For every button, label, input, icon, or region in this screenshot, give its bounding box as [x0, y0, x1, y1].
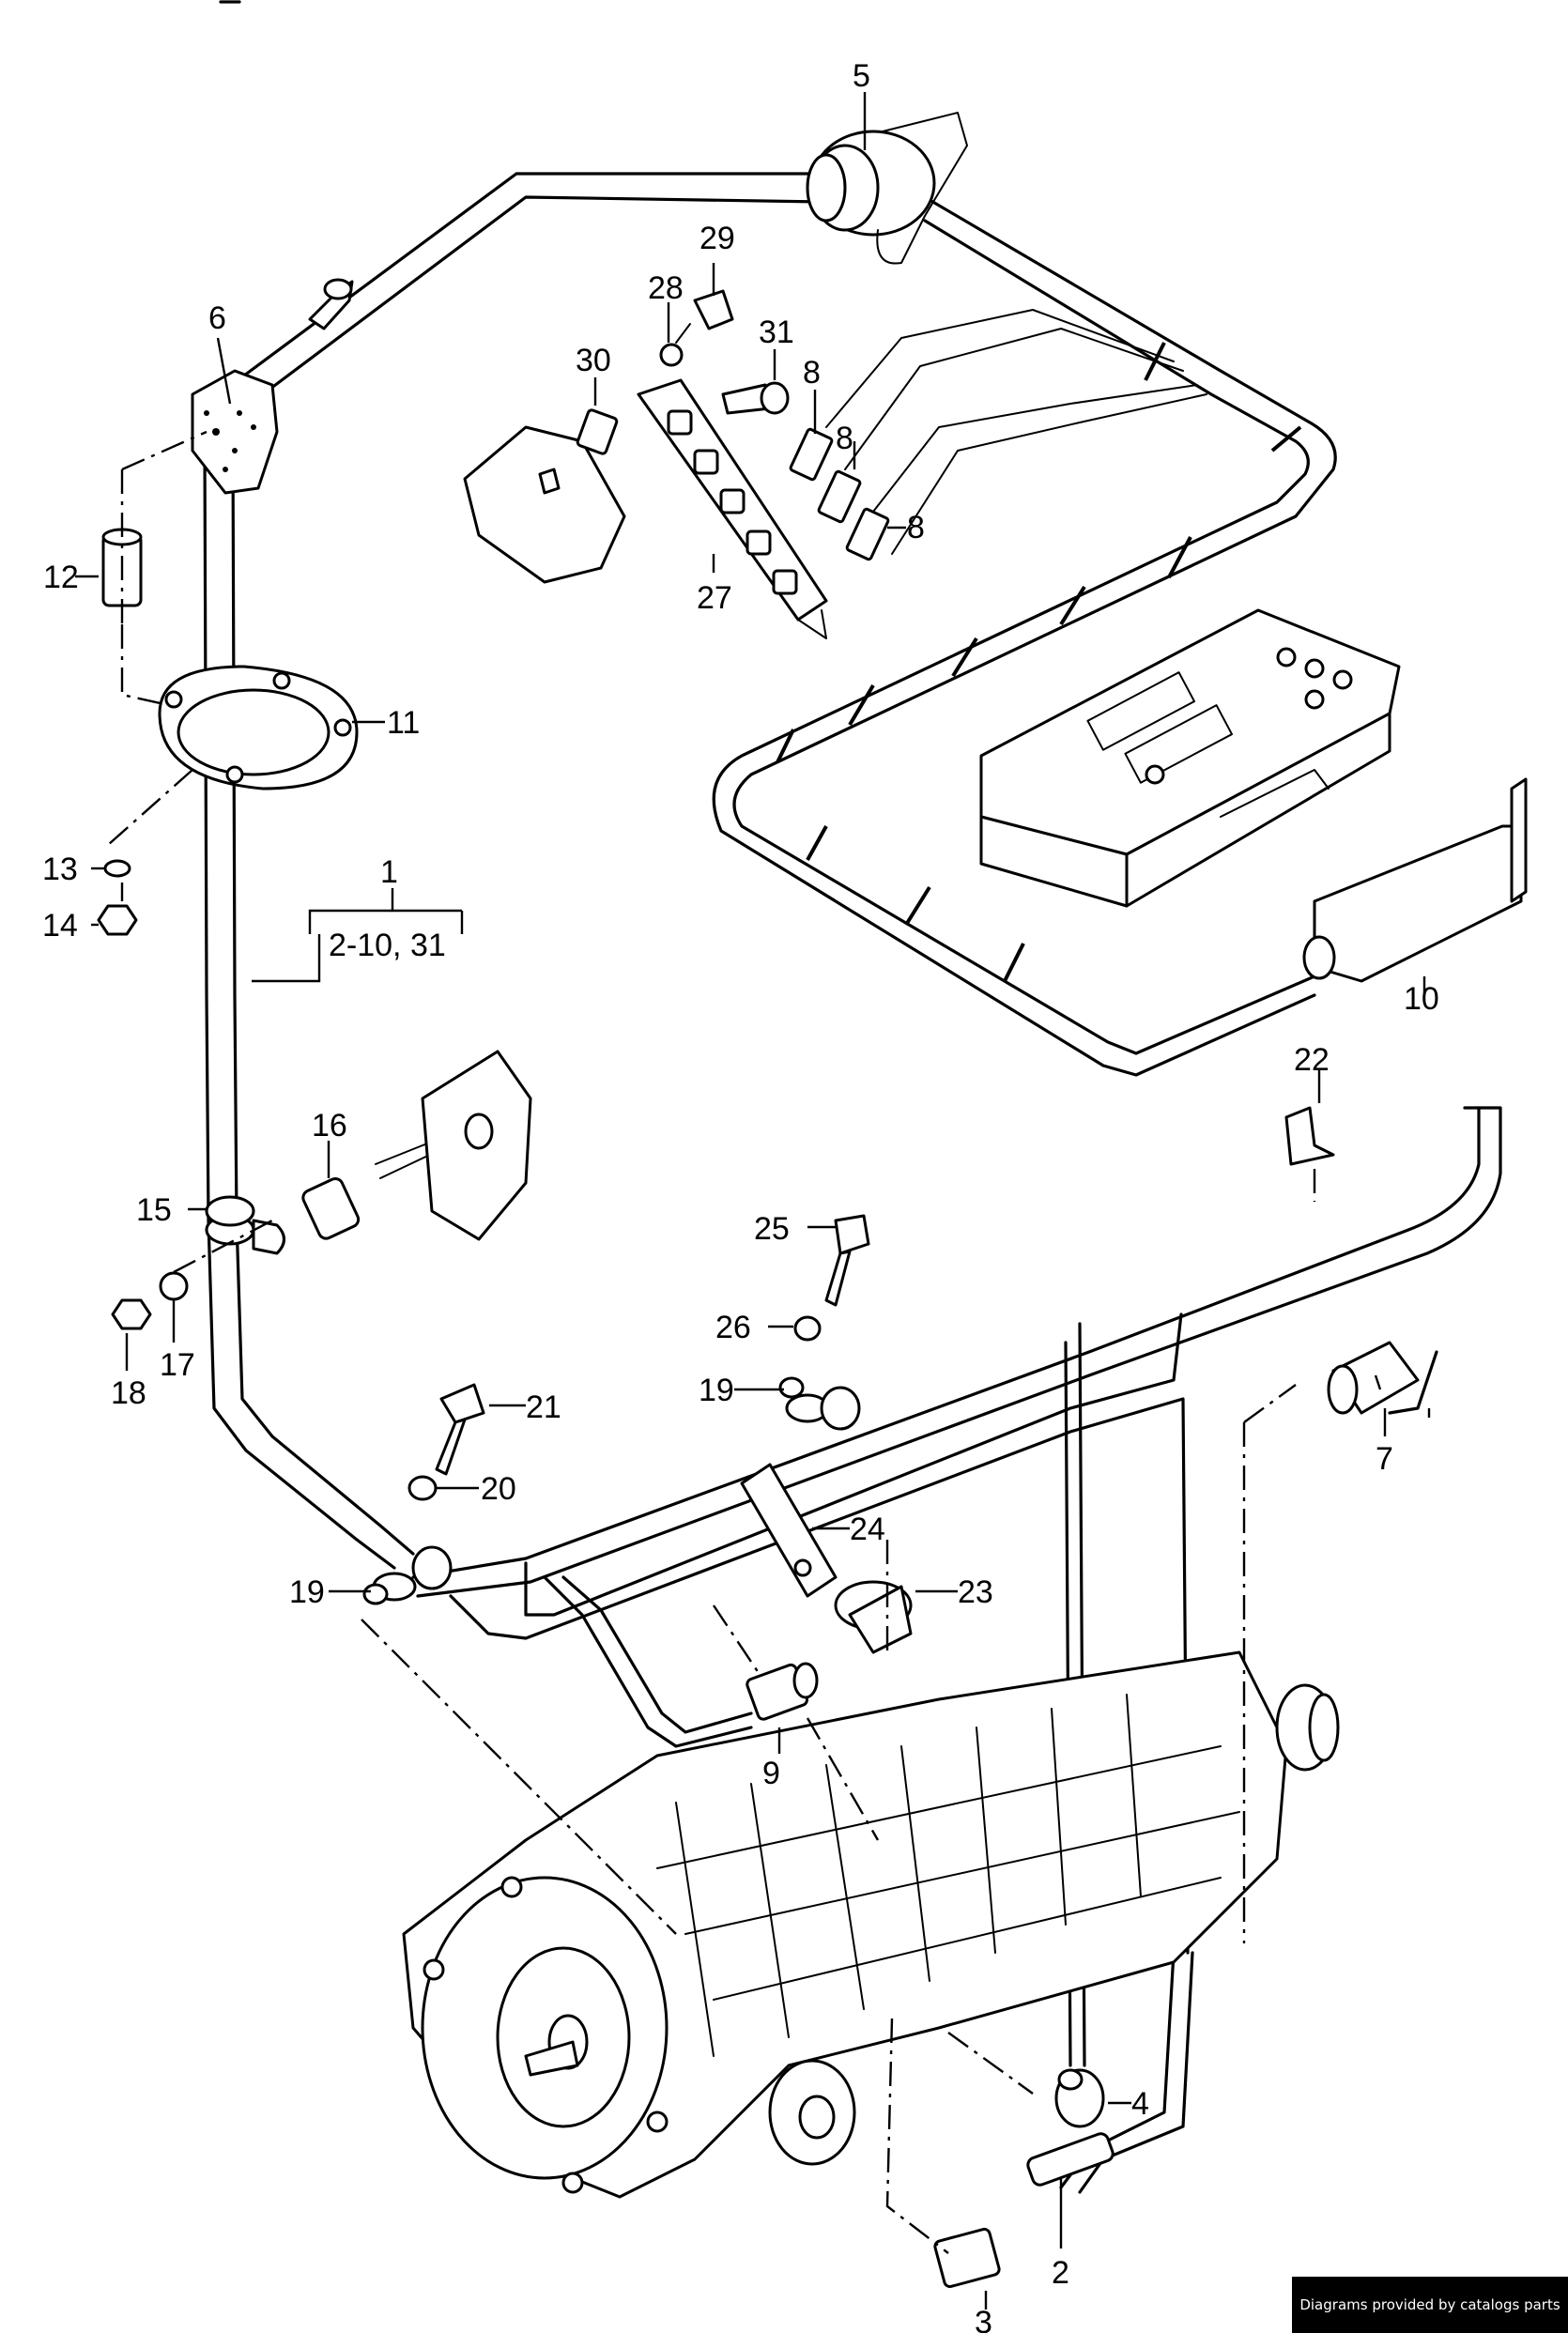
washer-20	[407, 1475, 438, 1501]
connector-strip-27	[637, 378, 828, 639]
ecu-connector-10	[1302, 777, 1528, 983]
washer-26	[793, 1315, 822, 1342]
label-30: 30	[576, 343, 611, 378]
label-7: 7	[1376, 1441, 1393, 1477]
reference-lines	[107, 430, 1316, 2254]
label-19b: 19	[289, 1574, 325, 1610]
bolt-25	[824, 1214, 870, 1307]
callouts: 5 29 28 31 30 8 8 8 27 6 12 11 13 14 1 2…	[42, 58, 1439, 2333]
label-15: 15	[136, 1192, 172, 1228]
label-3: 3	[975, 2305, 992, 2333]
label-18: 18	[111, 1375, 146, 1411]
grommet-6	[191, 369, 279, 495]
bracket-24	[740, 1463, 838, 1598]
sensor-2	[1026, 2132, 1115, 2187]
washer-28	[659, 343, 684, 367]
label-27: 27	[697, 580, 732, 616]
label-31: 31	[759, 315, 794, 350]
nut-18	[111, 1298, 152, 1330]
mount-plate	[463, 425, 626, 584]
label-4: 4	[1131, 2086, 1149, 2122]
label-2: 2	[1052, 2255, 1069, 2291]
label-5: 5	[853, 58, 870, 94]
label-11: 11	[387, 705, 420, 741]
pin-31	[721, 381, 790, 415]
group-bracket-1	[252, 888, 464, 983]
label-1-range: 2-10, 31	[329, 928, 446, 963]
bolt-21	[435, 1383, 485, 1476]
label-8b: 8	[836, 421, 853, 456]
label-21: 21	[526, 1389, 561, 1425]
control-unit	[979, 608, 1401, 908]
connectors-8	[789, 309, 1207, 561]
bracket-19-upper	[778, 1376, 861, 1431]
grommet-5	[806, 112, 968, 265]
flange-11	[158, 665, 359, 790]
nut-14	[97, 904, 138, 936]
label-9: 9	[762, 1756, 780, 1791]
label-6: 6	[208, 300, 226, 336]
label-8a: 8	[803, 355, 821, 391]
label-24: 24	[850, 1512, 885, 1547]
label-20: 20	[481, 1471, 516, 1507]
connector-7	[1327, 1341, 1420, 1415]
label-23: 23	[958, 1574, 993, 1610]
label-1: 1	[380, 854, 398, 890]
bolt-top-left	[308, 278, 354, 330]
label-13: 13	[42, 852, 78, 887]
washer-17	[159, 1271, 189, 1301]
label-17: 17	[160, 1347, 195, 1383]
spacer-30	[576, 408, 619, 455]
label-19a: 19	[699, 1373, 734, 1408]
washer-13	[103, 859, 131, 878]
plug-3	[933, 2227, 1001, 2289]
bracket-15	[205, 1195, 285, 1255]
transmission	[402, 1650, 1340, 2199]
bracket-19-lower	[362, 1545, 453, 1605]
sender-23	[834, 1580, 913, 1654]
label-16: 16	[312, 1108, 347, 1143]
wall-plate	[421, 1050, 532, 1241]
label-28: 28	[648, 270, 684, 306]
label-29: 29	[699, 221, 735, 256]
sensor-4	[1054, 2068, 1105, 2128]
bolt-29	[675, 289, 734, 344]
label-14: 14	[42, 908, 78, 944]
label-10: 10	[1404, 981, 1439, 1017]
credit-banner: Diagrams provided by catalogs parts	[1292, 2277, 1568, 2333]
label-22: 22	[1294, 1042, 1330, 1078]
label-26: 26	[715, 1310, 751, 1345]
label-12: 12	[43, 560, 79, 595]
label-25: 25	[754, 1211, 790, 1247]
label-8c: 8	[907, 510, 925, 545]
leader-lines	[75, 92, 1431, 2310]
sensor-9	[746, 1662, 819, 1721]
clip-22	[1284, 1106, 1335, 1166]
